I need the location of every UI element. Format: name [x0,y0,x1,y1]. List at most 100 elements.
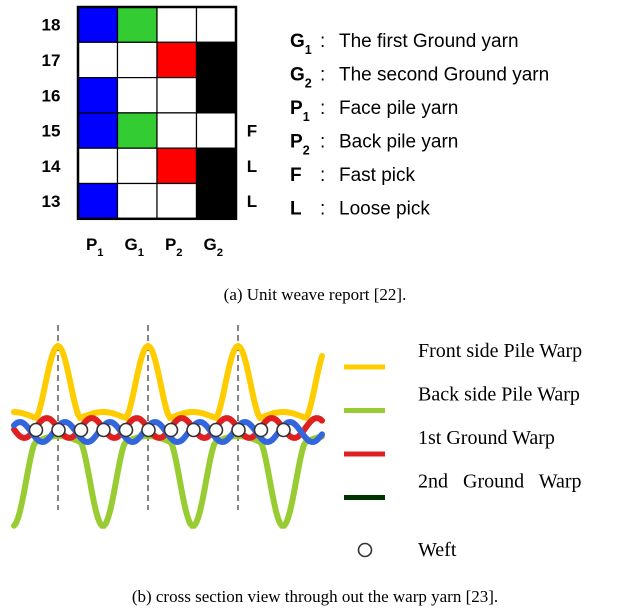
weave-cell-r13-c1 [77,182,119,220]
column-label-subscript: 1 [138,247,144,259]
legend-symbol-main: P [290,132,303,153]
weft-circle [96,422,111,438]
legend-symbol: P1 [290,98,310,124]
weave-cell-r17-c3 [156,41,198,79]
pick-guide-lines [57,325,239,510]
pick-type-labels: FLL [247,122,257,212]
legend-symbol-subscript: 1 [303,110,310,124]
weave-cell-r14-c1 [77,147,119,185]
legend-colon: : [320,31,325,52]
legend-description: Back pile yarn [339,132,458,153]
legend-symbol-main: G [290,31,305,52]
weft-circle [51,422,66,438]
pick-type-label: L [247,157,257,176]
weave-grid-border [76,5,238,221]
row-label: 16 [42,86,61,105]
row-label: 18 [42,16,61,35]
legend-symbol-main: P [290,98,303,119]
column-label-subscript: 1 [97,247,103,259]
column-label-main: G [204,235,217,254]
weave-cell-r17-c4 [195,41,237,79]
legend-symbol: F [290,165,302,186]
weave-cell-r15-c3 [156,112,198,149]
weave-cell-r17-c2 [116,41,158,79]
column-label: G1 [125,235,144,259]
weave-cell-r17-c1 [77,41,119,79]
caption-b: (b) cross section view through out the w… [132,587,498,606]
legend-symbol-main: G [290,65,305,86]
column-label-main: G [125,235,138,254]
weave-cell-r16-c2 [116,76,158,114]
legend-symbol: L [290,199,302,220]
weave-cell-r18-c2 [116,6,158,43]
pick-type-label: F [247,122,257,141]
legend-colon: : [320,98,325,119]
weave-cell-r14-c2 [116,147,158,185]
legend-colon: : [320,132,325,153]
legend-description: Loose pick [339,199,430,220]
legend-colon: : [320,199,325,220]
weave-cell-r13-c2 [116,182,158,220]
column-label: P1 [86,235,104,259]
row-labels: 18 17 16 15 14 13 [42,16,61,211]
caption-a: (a) Unit weave report [22]. [224,285,407,304]
weave-cell-r18-c1 [77,6,119,43]
weave-cell-r18-c4 [195,6,237,43]
weave-cell-r15-c2 [116,112,158,149]
weave-cell-r13-c3 [156,182,198,220]
weave-cell-r16-c4 [195,76,237,114]
row-label: 15 [42,122,61,141]
legend-label: Back side Pile Warp [418,384,580,406]
weft-circle [208,422,224,438]
weft-legend-label: Weft [418,539,457,561]
weft-circle [163,422,179,438]
weave-cell-r14-c4 [195,147,237,185]
legend-colon: : [320,165,325,186]
column-label-subscript: 2 [176,247,182,259]
row-label: 13 [42,192,61,211]
weft-circle [186,422,201,438]
column-label-main: P [165,235,176,254]
legend-description: The first Ground yarn [339,31,519,52]
weave-cell-r16-c3 [156,76,198,114]
legend-symbol: G1 [290,31,312,57]
legend-description: The second Ground yarn [339,65,549,86]
legend-symbol-main: L [290,199,302,220]
weave-cell-r16-c1 [77,76,119,114]
legend-colon: : [320,65,325,86]
legend-symbol-subscript: 1 [305,43,312,57]
legend-symbol-main: F [290,165,302,186]
front-side-pile-warp-curve [11,342,325,422]
row-label: 14 [42,157,61,176]
weft-markers [28,422,291,438]
weft-circle [28,422,44,438]
weft-circle [276,422,291,438]
legend-symbol-subscript: 2 [305,77,312,91]
weft-legend-symbol [357,542,373,558]
weave-cell-r15-c1 [77,112,119,149]
weft-circle [253,422,269,438]
legend-description: Fast pick [339,165,416,186]
weave-cell-r18-c3 [156,6,198,43]
weave-cell-r14-c3 [156,147,198,185]
row-label: 17 [42,51,61,70]
weft-circle [231,422,246,438]
cross-section-diagram [11,325,325,529]
weft-circle [118,422,134,438]
column-label: G2 [204,235,223,259]
back-side-pile-warp-curve [11,432,325,529]
legend-label: 1st Ground Warp [418,427,555,449]
column-label: P2 [165,235,183,259]
legend-symbol: G2 [290,65,312,91]
column-label-subscript: 2 [217,247,223,259]
legend-symbol-subscript: 2 [303,144,310,158]
weave-cell-r13-c4 [195,182,237,220]
legend-label: 2nd Ground Warp [418,471,582,493]
legend-description: Face pile yarn [339,98,458,119]
weave-cell-r15-c4 [195,112,237,149]
